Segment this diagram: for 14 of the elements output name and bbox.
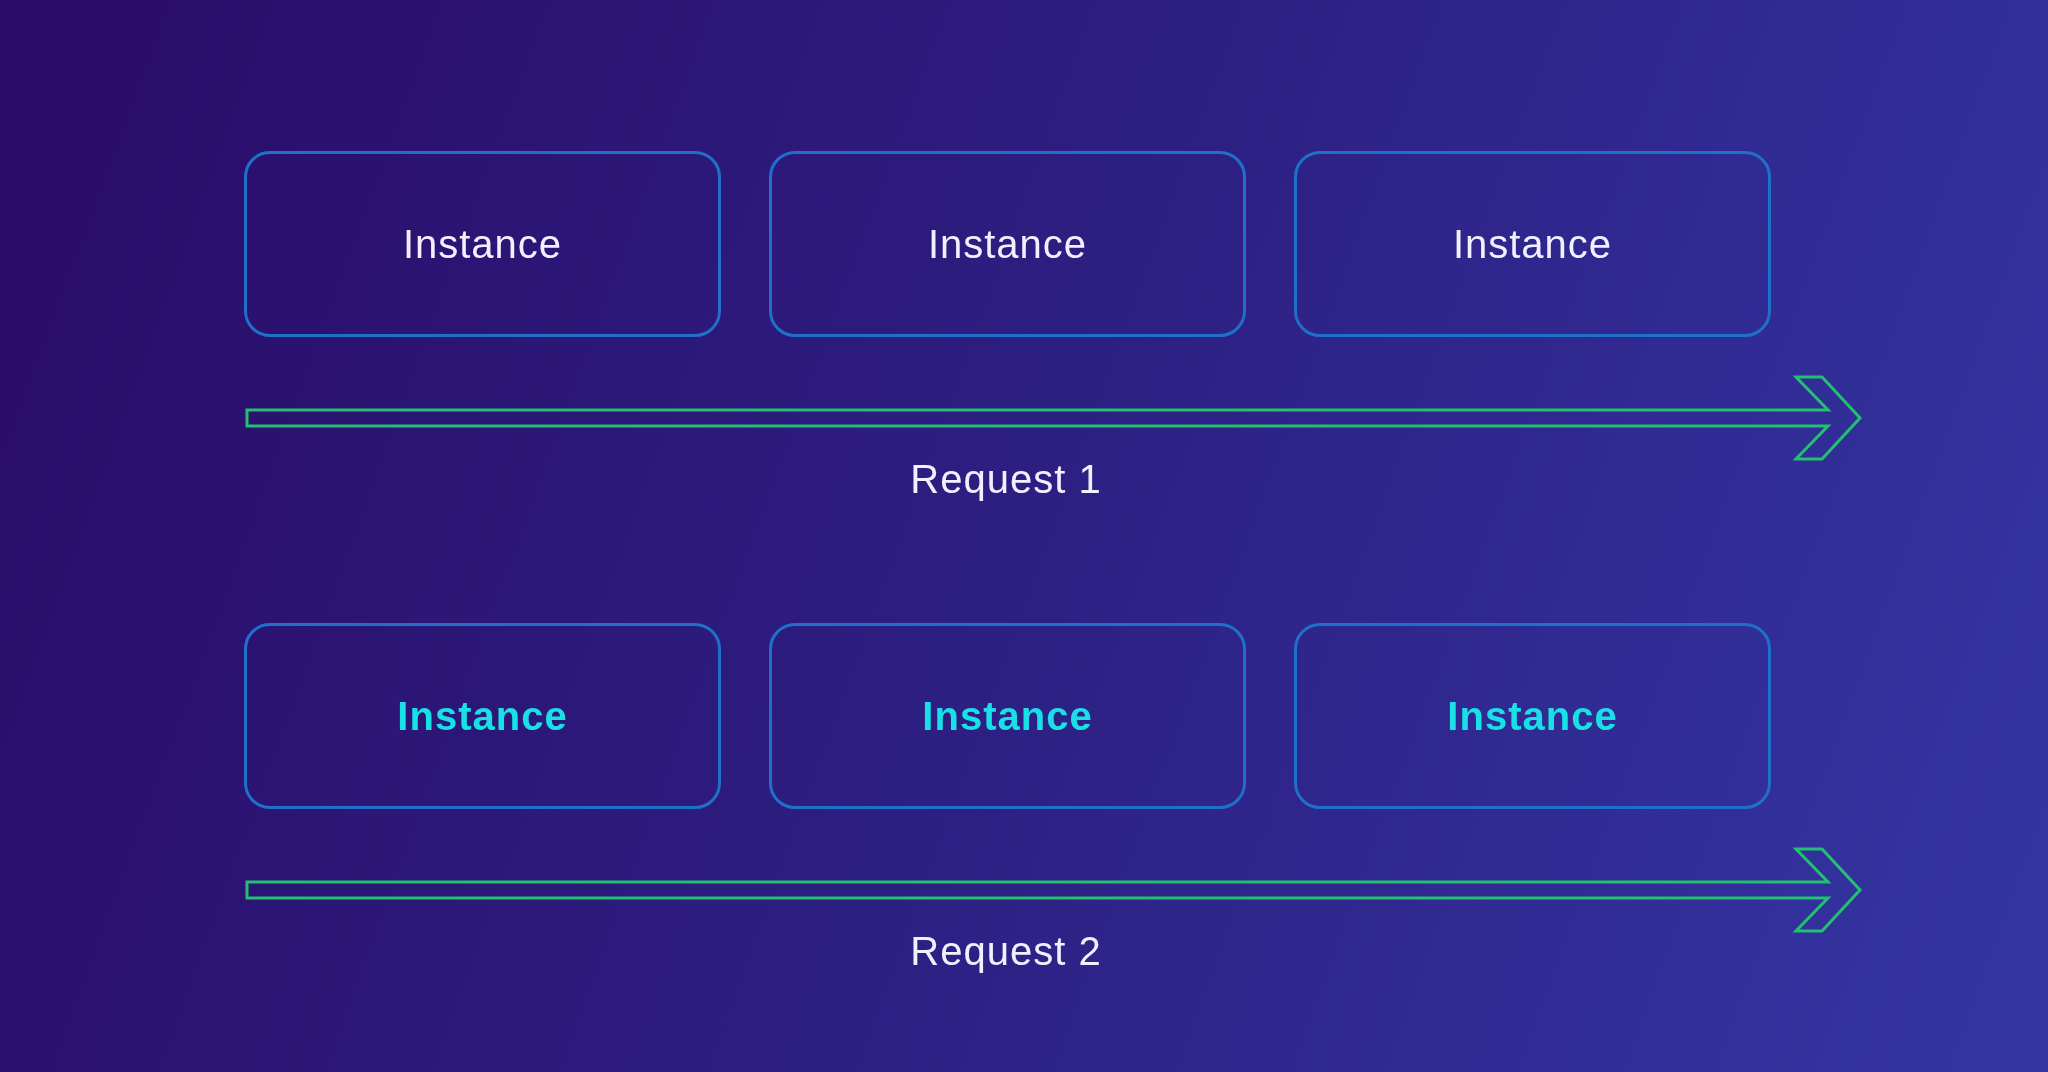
instance-box: [244, 151, 721, 337]
instance-box: [1294, 151, 1771, 337]
instance-box: [769, 151, 1246, 337]
box-label: Instance: [922, 693, 1093, 739]
box-label: Instance: [397, 693, 568, 739]
box-label: Instance: [927, 221, 1088, 267]
box-label: Instance: [402, 221, 563, 267]
box-label: Instance: [1447, 693, 1618, 739]
box-label: Instance: [1452, 221, 1613, 267]
instance-box: [1294, 623, 1771, 809]
instance-box: [244, 623, 721, 809]
request-label: Request 1: [910, 456, 1102, 502]
instance-box: [769, 623, 1246, 809]
request-label: Request 2: [910, 928, 1102, 974]
